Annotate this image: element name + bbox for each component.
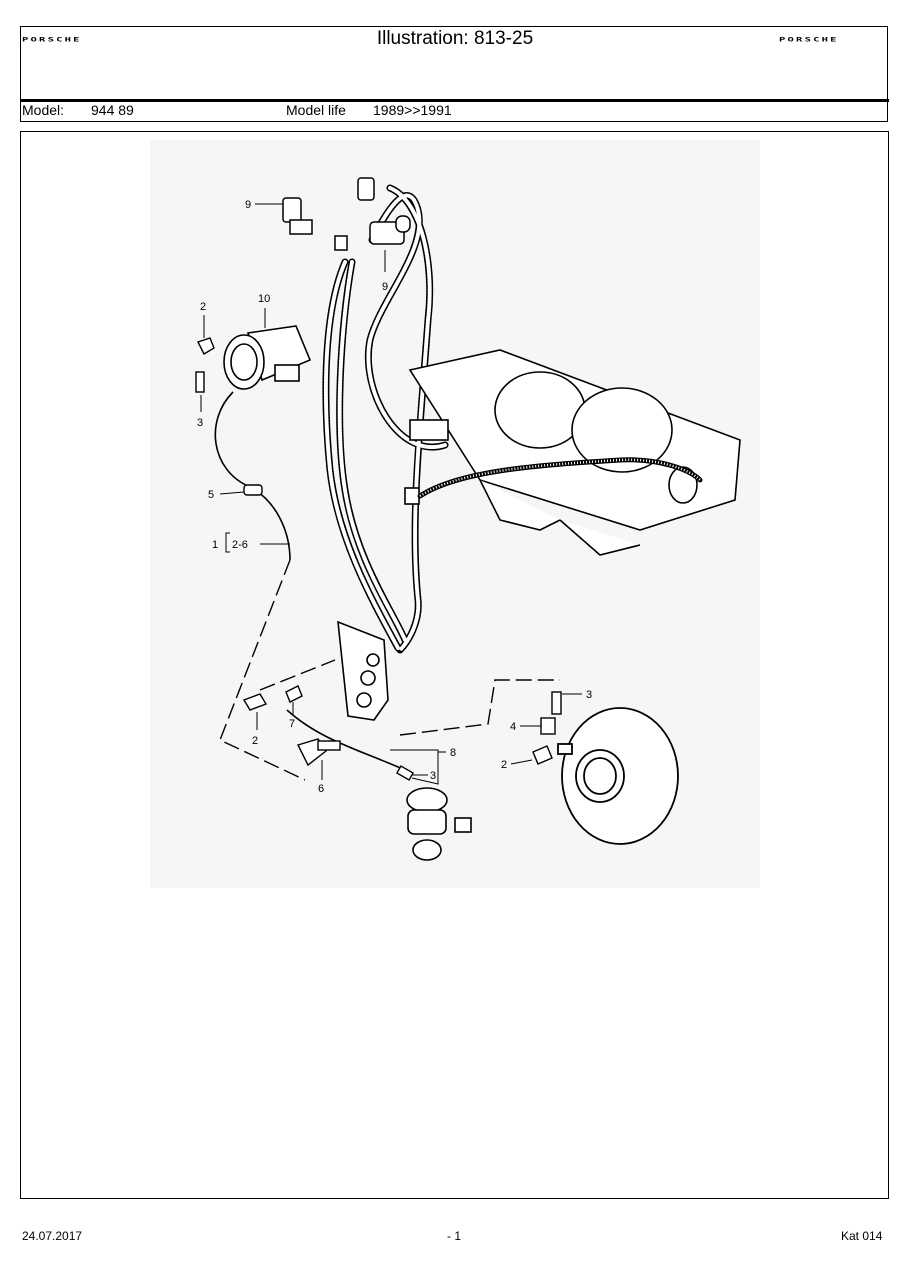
callout-8: 8 — [450, 747, 456, 759]
switch-valves — [282, 177, 411, 251]
engine-harness — [417, 457, 703, 499]
footer-catalog: Kat 014 — [841, 1229, 883, 1243]
porsche-logo-left: PORSCHE — [22, 36, 82, 44]
callout-1: 1 — [212, 539, 218, 551]
illustration-title: Illustration: 813-25 — [376, 28, 534, 49]
callout-leaders — [200, 203, 582, 785]
callout-1-range: 2-6 — [232, 539, 248, 551]
callout-2-upper: 2 — [200, 301, 206, 313]
callout-5: 5 — [208, 489, 214, 501]
model-label: Model: — [22, 102, 65, 118]
callout-2-lower-left: 2 — [252, 735, 258, 747]
model-life-label: Model life — [286, 102, 346, 118]
callout-4: 4 — [510, 721, 516, 733]
callout-3-right: 3 — [586, 689, 592, 701]
porsche-logo-right: PORSCHE — [779, 36, 839, 44]
hose-fittings — [195, 337, 562, 781]
callout-2-right: 2 — [501, 759, 507, 771]
footer-page-number: - 1 — [447, 1229, 462, 1243]
hose-route-dashed — [219, 559, 560, 781]
model-value: 944 89 — [91, 102, 134, 118]
mounting-bracket — [337, 620, 389, 721]
callout-9-bottom: 9 — [382, 281, 388, 293]
callout-9-top: 9 — [245, 199, 251, 211]
callout-6: 6 — [318, 783, 324, 795]
model-life-value: 1989>>1991 — [373, 102, 452, 118]
vacuum-reservoir — [223, 325, 312, 390]
footer-date: 24.07.2017 — [22, 1229, 83, 1243]
callout-7: 7 — [289, 718, 295, 730]
header-divider — [20, 99, 889, 102]
engine-intake — [404, 349, 741, 556]
callout-3-lower: 3 — [430, 770, 436, 782]
callout-10: 10 — [258, 293, 270, 305]
callout-3-upper: 3 — [197, 417, 203, 429]
vacuum-valve — [406, 787, 472, 861]
brake-booster — [557, 707, 679, 845]
header-frame — [20, 26, 888, 122]
illustration-frame — [20, 131, 889, 1199]
